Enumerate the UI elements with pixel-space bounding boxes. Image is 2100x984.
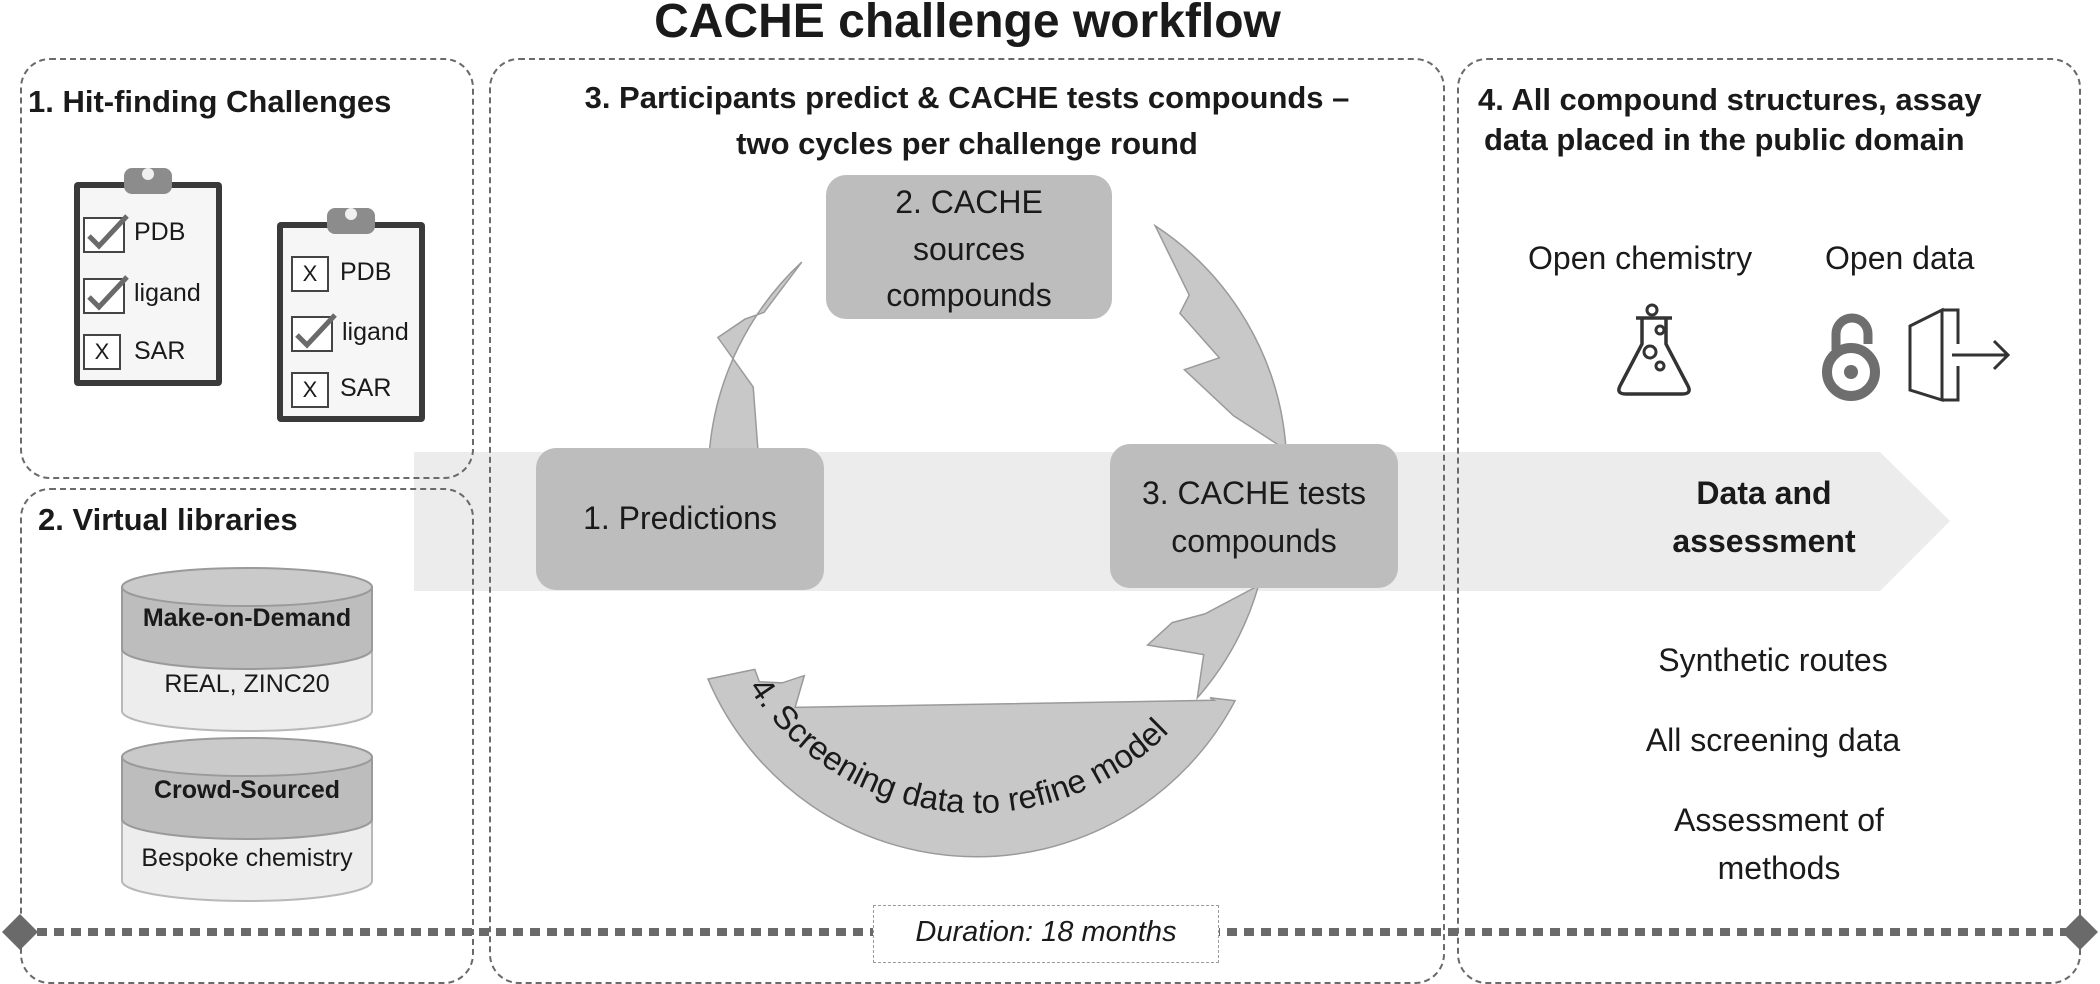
heading-public-line1: 4. All compound structures, assay (1478, 82, 1982, 117)
db-label-crowd-sourced: Crowd-Sourced (153, 776, 341, 804)
heading-public-line2: data placed in the public domain (1484, 122, 1965, 157)
arrow-label-line2: assessment (1672, 523, 1856, 559)
check-label: ligand (342, 318, 409, 346)
step-sources-line3: compounds (886, 277, 1052, 313)
x-box-icon: X (291, 372, 329, 408)
database-icon (121, 737, 373, 902)
check-label: ligand (134, 279, 201, 307)
check-icon (295, 313, 337, 349)
heading-virtual-libraries: 2. Virtual libraries (38, 502, 298, 537)
panel-virtual-libraries (20, 488, 474, 984)
step-predictions-box (536, 448, 824, 590)
db-label-make-on-demand: Make-on-Demand (142, 604, 352, 632)
item-assessment-line1: Assessment of (1674, 802, 1884, 838)
check-label: SAR (340, 374, 392, 402)
step-sources-line1: 2. CACHE (895, 184, 1043, 220)
step-sources-line2: sources (912, 231, 1026, 267)
panel-public-domain (1457, 58, 2081, 984)
duration-box (873, 905, 1219, 963)
panel-hit-finding (20, 58, 474, 479)
heading-cycle-line2: two cycles per challenge round (736, 126, 1198, 161)
item-screening-data: All screening data (1645, 722, 1901, 758)
label-open-data: Open data (1825, 240, 1975, 276)
label-open-chemistry: Open chemistry (1528, 240, 1753, 276)
flask-icon (1617, 303, 1691, 396)
check-label: PDB (134, 218, 186, 246)
duration-label: Duration: 18 months (915, 916, 1177, 948)
step-tests-box (1110, 444, 1398, 588)
step-sources-box (826, 175, 1112, 319)
page-title: CACHE challenge workflow (654, 0, 1281, 48)
panel-cycle (489, 58, 1445, 984)
step-predictions: 1. Predictions (583, 500, 777, 536)
x-box-icon: X (291, 256, 329, 292)
heading-cycle-line1: 3. Participants predict & CACHE tests co… (584, 80, 1350, 115)
check-icon (87, 275, 129, 311)
database-icon (121, 567, 373, 732)
item-assessment-line2: methods (1717, 850, 1841, 886)
x-box-icon: X (83, 334, 121, 370)
check-label: PDB (340, 258, 392, 286)
db-label-bespoke-chemistry: Bespoke chemistry (141, 844, 353, 872)
open-access-icon (1822, 313, 1880, 401)
heading-hit-finding: 1. Hit-finding Challenges (28, 84, 392, 119)
step-tests-line2: compounds (1171, 523, 1337, 559)
exit-door-icon (1908, 307, 2011, 403)
check-label: SAR (134, 337, 186, 365)
db-label-real-zinc20: REAL, ZINC20 (164, 670, 330, 698)
arrow-label-line1: Data and (1696, 475, 1832, 511)
item-synthetic-routes: Synthetic routes (1658, 642, 1888, 678)
check-icon (87, 214, 129, 250)
step-tests-line1: 3. CACHE tests (1141, 475, 1367, 511)
